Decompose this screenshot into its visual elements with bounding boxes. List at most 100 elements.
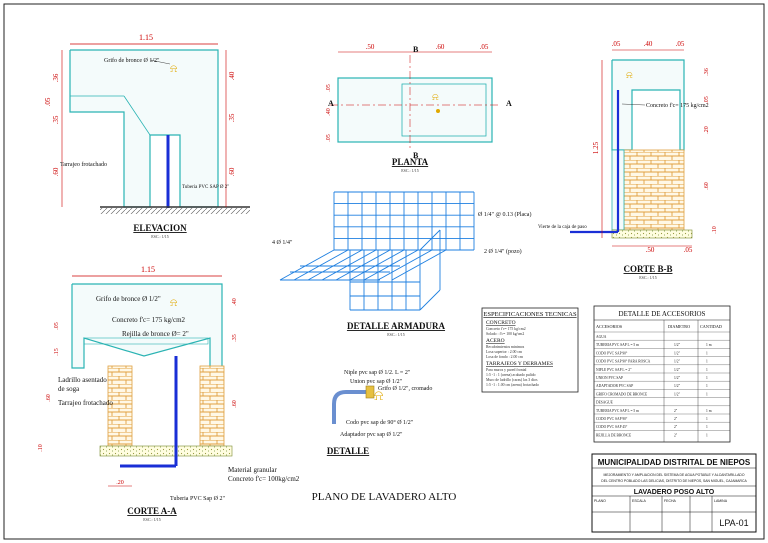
svg-text:ESCALA: ESCALA	[632, 499, 646, 503]
accesorios-cell: DESAGUE	[596, 401, 614, 405]
detalle-pipe	[332, 390, 372, 424]
svg-text:Ladrillo asentado: Ladrillo asentado	[58, 376, 107, 384]
specs-box: ESPECIFICACIONES TECNICAS CONCRETO Concr…	[481, 307, 579, 393]
accesorios-cell: 1	[706, 425, 708, 429]
accesorios-cell: 1 m	[706, 409, 712, 413]
accesorios-cell: 1/2"	[674, 376, 681, 380]
specs-title: ESPECIFICACIONES TECNICAS	[483, 311, 577, 318]
accesorios-cell: 1/2"	[674, 351, 681, 355]
svg-text:.40: .40	[232, 298, 238, 306]
detalle-title: DETALLE	[327, 446, 369, 456]
accesorios-cell: CODO PVC SAP 45°	[596, 425, 628, 429]
accesorios-cell: GRIFO CROMADO DE BRONCE	[596, 392, 648, 396]
plano-title: PLANO DE LAVADERO ALTO	[312, 491, 457, 503]
accesorios-cell: 1/2"	[674, 368, 681, 372]
svg-text:.60: .60	[52, 167, 60, 176]
accesorios-header: ACCESORIOS	[596, 324, 623, 329]
svg-text:.60: .60	[228, 167, 236, 176]
rebar-line	[349, 249, 405, 281]
svg-text:.05: .05	[480, 43, 489, 51]
detalle-fittings-view: ⍾ Niple pvc sap Ø 1/2. L = 2" Union pvc …	[327, 370, 433, 456]
svg-text:.36: .36	[704, 68, 710, 76]
svg-text:Grifo Ø 1/2", cromado: Grifo Ø 1/2", cromado	[378, 385, 432, 392]
svg-text:Tarrajeo frotachado: Tarrajeo frotachado	[58, 399, 113, 407]
svg-text:.36: .36	[52, 73, 60, 82]
svg-text:2 Ø 1/4" (pozo): 2 Ø 1/4" (pozo)	[484, 248, 522, 255]
svg-text:.60: .60	[46, 394, 52, 402]
svg-text:.05: .05	[326, 84, 332, 92]
svg-text:.10: .10	[38, 444, 44, 452]
faucet-icon: ⍾	[432, 92, 439, 103]
svg-text:1:5 -1 : 1 (arena) acabado pul: 1:5 -1 : 1 (arena) acabado pulido	[486, 373, 536, 377]
svg-text:.10: .10	[712, 226, 718, 234]
svg-text:Concreto f'c= 175 kg/cm2: Concreto f'c= 175 kg/cm2	[112, 316, 186, 324]
svg-text:Rejilla de bronce Ø= 2": Rejilla de bronce Ø= 2"	[122, 330, 189, 338]
svg-text:Para muros y pared frontal: Para muros y pared frontal	[486, 368, 527, 372]
svg-text:Niple pvc sap Ø 1/2. L = 2": Niple pvc sap Ø 1/2. L = 2"	[344, 370, 411, 376]
svg-text:Concreto f'c= 100kg/cm2: Concreto f'c= 100kg/cm2	[228, 475, 300, 483]
elevacion-view: 1.15 ⍾ .36 .05 .35 .60 .40 .35 .60 Grifo…	[44, 33, 250, 239]
accesorios-cell: 1/2"	[674, 343, 681, 347]
svg-text:Tuberia PVC Sap Ø 2": Tuberia PVC Sap Ø 2"	[170, 496, 225, 502]
corte-aa-view: 1.15 ⍾ Grifo de bronce Ø 1/2" Concreto f…	[38, 265, 300, 522]
accesorios-cell: CODO PVC SAP 90° PARA ROSCA	[596, 360, 651, 364]
svg-text:FECHA: FECHA	[664, 499, 677, 503]
accesorios-cell: 1/2"	[674, 360, 681, 364]
svg-text:ESC.: 1/15: ESC.: 1/15	[143, 517, 161, 522]
armadura-title: DETALLE ARMADURA	[347, 321, 446, 331]
rebar-line	[293, 249, 349, 281]
svg-text:.60: .60	[704, 182, 710, 190]
svg-text:Union pvc sap Ø 1/2": Union pvc sap Ø 1/2"	[350, 379, 403, 385]
accesorios-cell: TUBERIA PVC SAP L = 5 m	[596, 343, 639, 347]
svg-text:Material granular: Material granular	[228, 466, 277, 474]
svg-text:Losa de fondo : 2.00 cm: Losa de fondo : 2.00 cm	[486, 355, 523, 359]
corte-bb-brick-wall	[623, 149, 685, 231]
title-block: MUNICIPALIDAD DISTRITAL DE NIEPOS MEJORA…	[591, 453, 757, 533]
svg-text:.05: .05	[44, 97, 52, 106]
svg-text:.20: .20	[116, 480, 124, 486]
accesorios-header: CANTIDAD	[700, 324, 722, 329]
svg-text:.60: .60	[436, 43, 445, 51]
svg-text:Adaptador pvc sap Ø 1/2": Adaptador pvc sap Ø 1/2"	[340, 432, 403, 438]
corte-aa-basin	[71, 283, 223, 369]
svg-text:Grifo de bronce Ø 1/2": Grifo de bronce Ø 1/2"	[96, 295, 161, 303]
svg-text:.50: .50	[366, 43, 375, 51]
svg-text:de soga: de soga	[58, 385, 80, 393]
rebar-line	[335, 249, 391, 281]
tb-org: MUNICIPALIDAD DISTRITAL DE NIEPOS	[598, 458, 751, 467]
accesorios-cell: 1	[706, 368, 708, 372]
svg-text:.05: .05	[684, 246, 693, 254]
rebar-line	[419, 289, 441, 311]
accesorios-cell: 1	[706, 351, 708, 355]
accesorios-cell: TUBERIA PVC SAP L = 5 m	[596, 409, 639, 413]
svg-text:Muro de ladrillo (caras) las: Muro de ladrillo (caras) las 3 dios	[486, 378, 538, 382]
planta-title: PLANTA	[392, 157, 429, 167]
svg-text:ESC.: 1/15: ESC.: 1/15	[151, 234, 169, 239]
rebar-line	[307, 249, 363, 281]
rebar-line	[377, 249, 433, 281]
accesorios-cell: 1	[706, 376, 708, 380]
svg-text:Ø 1/4" @ 0.13 (Placa): Ø 1/4" @ 0.13 (Placa)	[478, 211, 531, 218]
accesorios-cell: 1	[706, 384, 708, 388]
svg-text:A: A	[328, 99, 334, 108]
accesorios-cell: 1 m	[706, 343, 712, 347]
svg-text:.05: .05	[704, 96, 710, 104]
svg-text:Grifo de bronce Ø 1/2": Grifo de bronce Ø 1/2"	[104, 57, 160, 64]
svg-text:ACERO: ACERO	[486, 338, 505, 344]
svg-text:Tuberia PVC SAP Ø 2": Tuberia PVC SAP Ø 2"	[182, 185, 229, 190]
rebar-line	[321, 249, 377, 281]
svg-text:DEL CENTRO POBLADO LAS DELICIA: DEL CENTRO POBLADO LAS DELICIAS, DISTRIT…	[601, 479, 747, 483]
svg-text:Concreto f'c= 175 kg/cm2: Concreto f'c= 175 kg/cm2	[646, 102, 709, 109]
svg-text:TARRAJEOS Y DERRAMES: TARRAJEOS Y DERRAMES	[486, 361, 553, 367]
faucet-icon: ⍾	[170, 297, 177, 309]
accesorios-cell: 1	[706, 417, 708, 421]
accesorios-cell: 2"	[674, 409, 678, 413]
svg-text:ESC.: 1/15: ESC.: 1/15	[639, 275, 657, 280]
rebar-line	[391, 249, 447, 281]
svg-text:1.15: 1.15	[141, 265, 155, 274]
svg-text:.40: .40	[644, 40, 653, 48]
svg-text:.35: .35	[232, 334, 238, 342]
svg-text:Vierte de la caja de paso: Vierte de la caja de paso	[538, 225, 587, 230]
